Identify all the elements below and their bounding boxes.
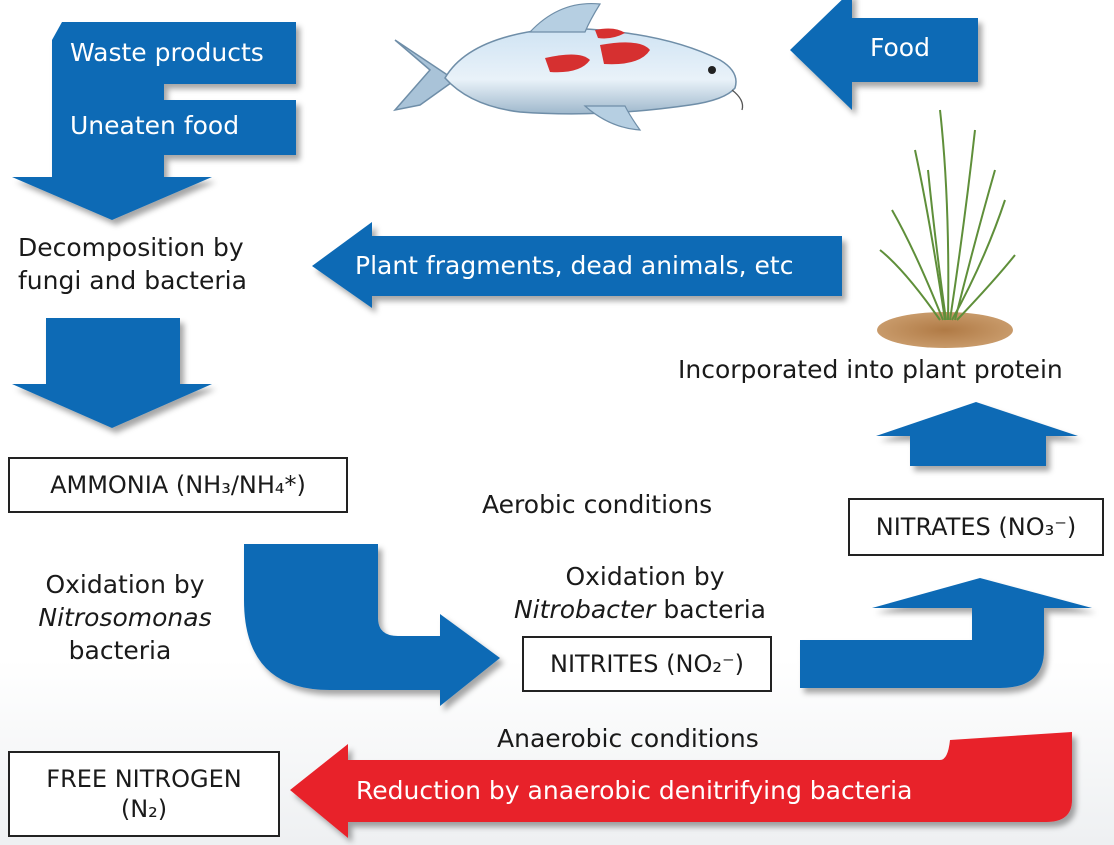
incorporated-label: Incorporated into plant protein — [678, 355, 1063, 384]
nitrobacter-arrow — [800, 578, 1092, 688]
free-nitrogen-box: FREE NITROGEN (N₂) — [8, 751, 280, 837]
plant-illustration — [877, 109, 1016, 348]
uneaten-food-label: Uneaten food — [70, 111, 240, 140]
plant-uptake-arrow — [876, 402, 1078, 466]
nitrosomonas-label-line3: bacteria — [68, 636, 172, 665]
fish-illustration — [392, 2, 744, 131]
nitrosomonas-label-line1: Oxidation by — [45, 570, 205, 599]
nitrites-box: NITRITES (NO₂⁻) — [522, 636, 772, 692]
aerobic-conditions-label: Aerobic conditions — [482, 490, 713, 519]
decomposition-label-line1: Decomposition by — [18, 233, 244, 262]
anaerobic-conditions-label: Anaerobic conditions — [497, 724, 759, 753]
nitrobacter-label-line2: Nitrobacter bacteria — [513, 595, 767, 624]
nitrosomonas-arrow — [244, 544, 500, 706]
ammonia-box: AMMONIA (NH₃/NH₄*) — [8, 457, 348, 513]
reduction-label: Reduction by anaerobic denitrifying bact… — [356, 776, 913, 805]
waste-arrow — [12, 22, 296, 220]
decomposition-arrow — [12, 318, 212, 428]
food-label: Food — [870, 33, 930, 62]
plant-fragments-label: Plant fragments, dead animals, etc — [355, 251, 794, 280]
nitrobacter-label-line1: Oxidation by — [565, 562, 725, 591]
waste-products-label: Waste products — [70, 38, 264, 67]
decomposition-label-line2: fungi and bacteria — [18, 266, 247, 295]
food-arrow — [790, 0, 978, 110]
nitrates-box: NITRATES (NO₃⁻) — [848, 498, 1104, 556]
denitrification-arrow — [290, 732, 1072, 838]
nitrosomonas-label-line2: Nitrosomonas — [38, 603, 212, 632]
plant-fragments-arrow — [312, 222, 842, 308]
